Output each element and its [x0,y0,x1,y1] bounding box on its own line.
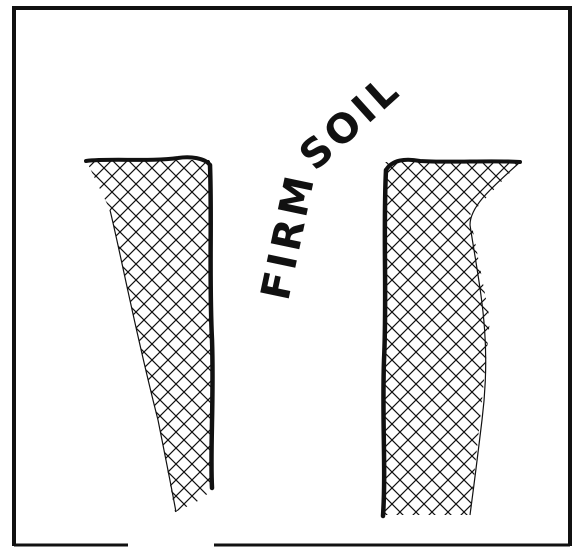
right-trench-wall [380,150,525,520]
left-trench-wall [80,150,220,520]
label-firm: FIRM [253,169,325,305]
